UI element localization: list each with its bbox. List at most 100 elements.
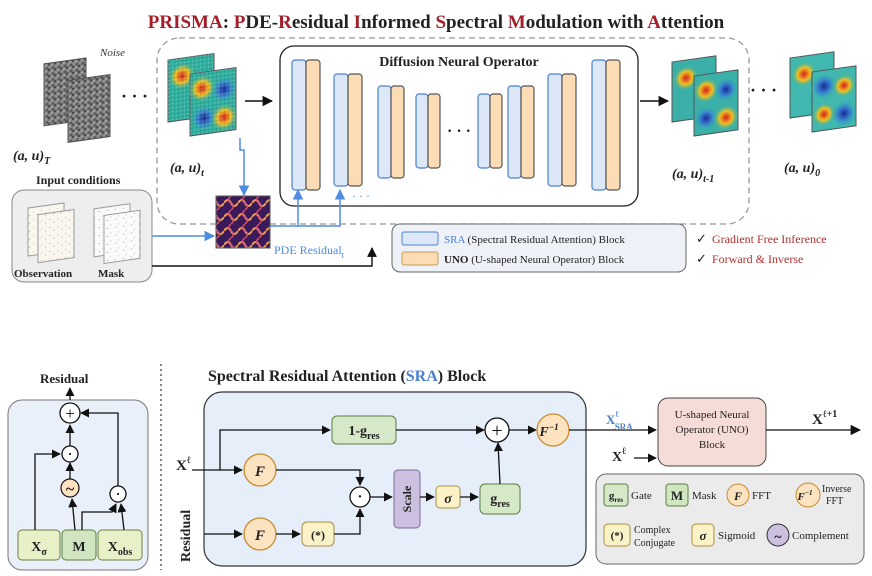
sra-block [591,59,607,191]
x-sigma-box [17,529,61,561]
legend-complement-label: Complement [792,530,849,542]
xt1-label: (a, u)t-1 [672,167,714,185]
title-colon: : [223,12,234,33]
pde-residual-image [215,195,271,249]
mask-label: Mask [98,268,125,280]
arrow-field-to-pde [238,138,250,197]
legend-mask-symbol: M [671,488,683,503]
field-images-0 [789,51,857,133]
one-minus-gate-label: 1-gres [348,424,379,442]
title-cap: A [647,12,661,33]
sigmoid-label: σ [444,492,452,507]
m-box-left [61,529,97,561]
arrow-xl-to-1mg [219,425,331,470]
title-cap: R [278,12,292,33]
legend-gate-label: Gate [631,490,652,502]
input-conditions-label: Input conditions [36,173,121,187]
ifft-label: F−1 [538,422,558,440]
legend-gate-symbol: gres [609,490,624,504]
arrow-prod2-to-sum [80,408,119,486]
title-rest: nformed [361,12,435,33]
x-sigma-label: Xσ [31,540,47,558]
uno-block [489,93,503,169]
title-word: PRISMA [148,12,223,33]
product-node-left-1-symbol: · [67,444,73,464]
xt2-label: (a, u)t [170,161,205,179]
legend-sra-swatch [401,231,439,246]
arrow-xobs-to-prod2 [117,503,127,531]
arrow-f1-to-prod [276,469,365,486]
figure-title: PRISMA: PDE-Residual Informed Spectral M… [148,12,725,33]
legend-fft-label: FFT [752,490,771,502]
title-cap: S [435,12,446,33]
title-cap: P [234,12,246,33]
x-l-skip-label: Xℓ [612,446,626,465]
uno-block-line-1: U-shaped Neural [675,409,750,421]
m-label-left: M [72,540,85,555]
legend-ifft-label-2: FFT [826,496,843,507]
legend-fft-symbol: F [733,489,742,503]
scale-box [393,469,421,529]
uno-block [347,73,363,187]
sum-node-left-symbol: + [65,404,75,423]
legend-mask-label: Mask [692,490,717,502]
legend-conj-label-1: Complex [634,525,671,536]
legend-conj-label-2: Conjugate [634,538,676,549]
arrow-m-to-comp [68,498,78,531]
sra-uno-blocks [291,59,621,191]
legend-ifft-swatch [795,482,821,508]
arrow-conditions-to-dno [152,247,377,267]
title-rest: pectral [446,12,508,33]
legend-uno-swatch [401,251,439,266]
legend-gate-swatch [603,483,629,507]
uno-block [561,73,577,187]
observation-images [27,202,75,264]
legend-sigmoid-label: Sigmoid [718,530,756,542]
title-rest: odulation with [526,12,647,33]
sum-node-left [59,402,81,424]
product-node-sra-symbol: · [357,486,364,508]
ellipsis-1: · · · [121,86,148,106]
legend-conj-symbol: (*) [611,530,624,542]
sum-node-sra-symbol: + [491,420,502,442]
arrow-pde-to-sra-2 [298,188,346,227]
sra-block [415,93,429,169]
x-l-input-label: Xℓ [176,455,191,474]
sra-block [333,73,349,187]
observation-label: Observation [14,268,72,280]
field-images-t [167,52,238,137]
arrow-gate-to-sum [493,442,503,485]
dno-inner-ellipsis: · · · [447,123,471,140]
legend-ifft-symbol: F−1 [796,489,812,503]
scale-label: Scale [400,485,414,512]
gate-label: gres [490,492,510,510]
residual-output-label: Residual [40,371,89,386]
sra-block [377,85,392,179]
legend-sra-text: SRA (Spectral Residual Attention) Block [444,234,625,246]
sra-block [507,85,522,179]
sra-block [547,73,563,187]
residual-input-label: Residual [179,510,194,562]
uno-block-box [657,397,767,467]
x0-label: (a, u)0 [784,161,820,179]
block-legend [391,223,687,273]
uno-block [520,85,535,179]
x-obs-box [97,529,143,561]
dno-title: Diffusion Neural Operator [379,55,538,70]
legend-uno-text: UNO (U-shaped Neural Operator) Block [444,254,625,266]
legend-mask-swatch [665,483,689,507]
legend-conj-swatch [603,523,631,547]
noise-label: Noise [99,47,125,59]
uno-block-line-3: Block [699,439,726,451]
noise-images [43,57,111,144]
pde-residual-label: PDE Residualt [274,243,345,260]
uno-block [605,59,621,191]
arrow-m-to-prod2 [81,503,117,530]
legend-complement-swatch [766,523,790,547]
title-cap: I [354,12,361,33]
title-rest: esidual [292,12,354,33]
x-lplus1-label: Xℓ+1 [812,409,837,428]
